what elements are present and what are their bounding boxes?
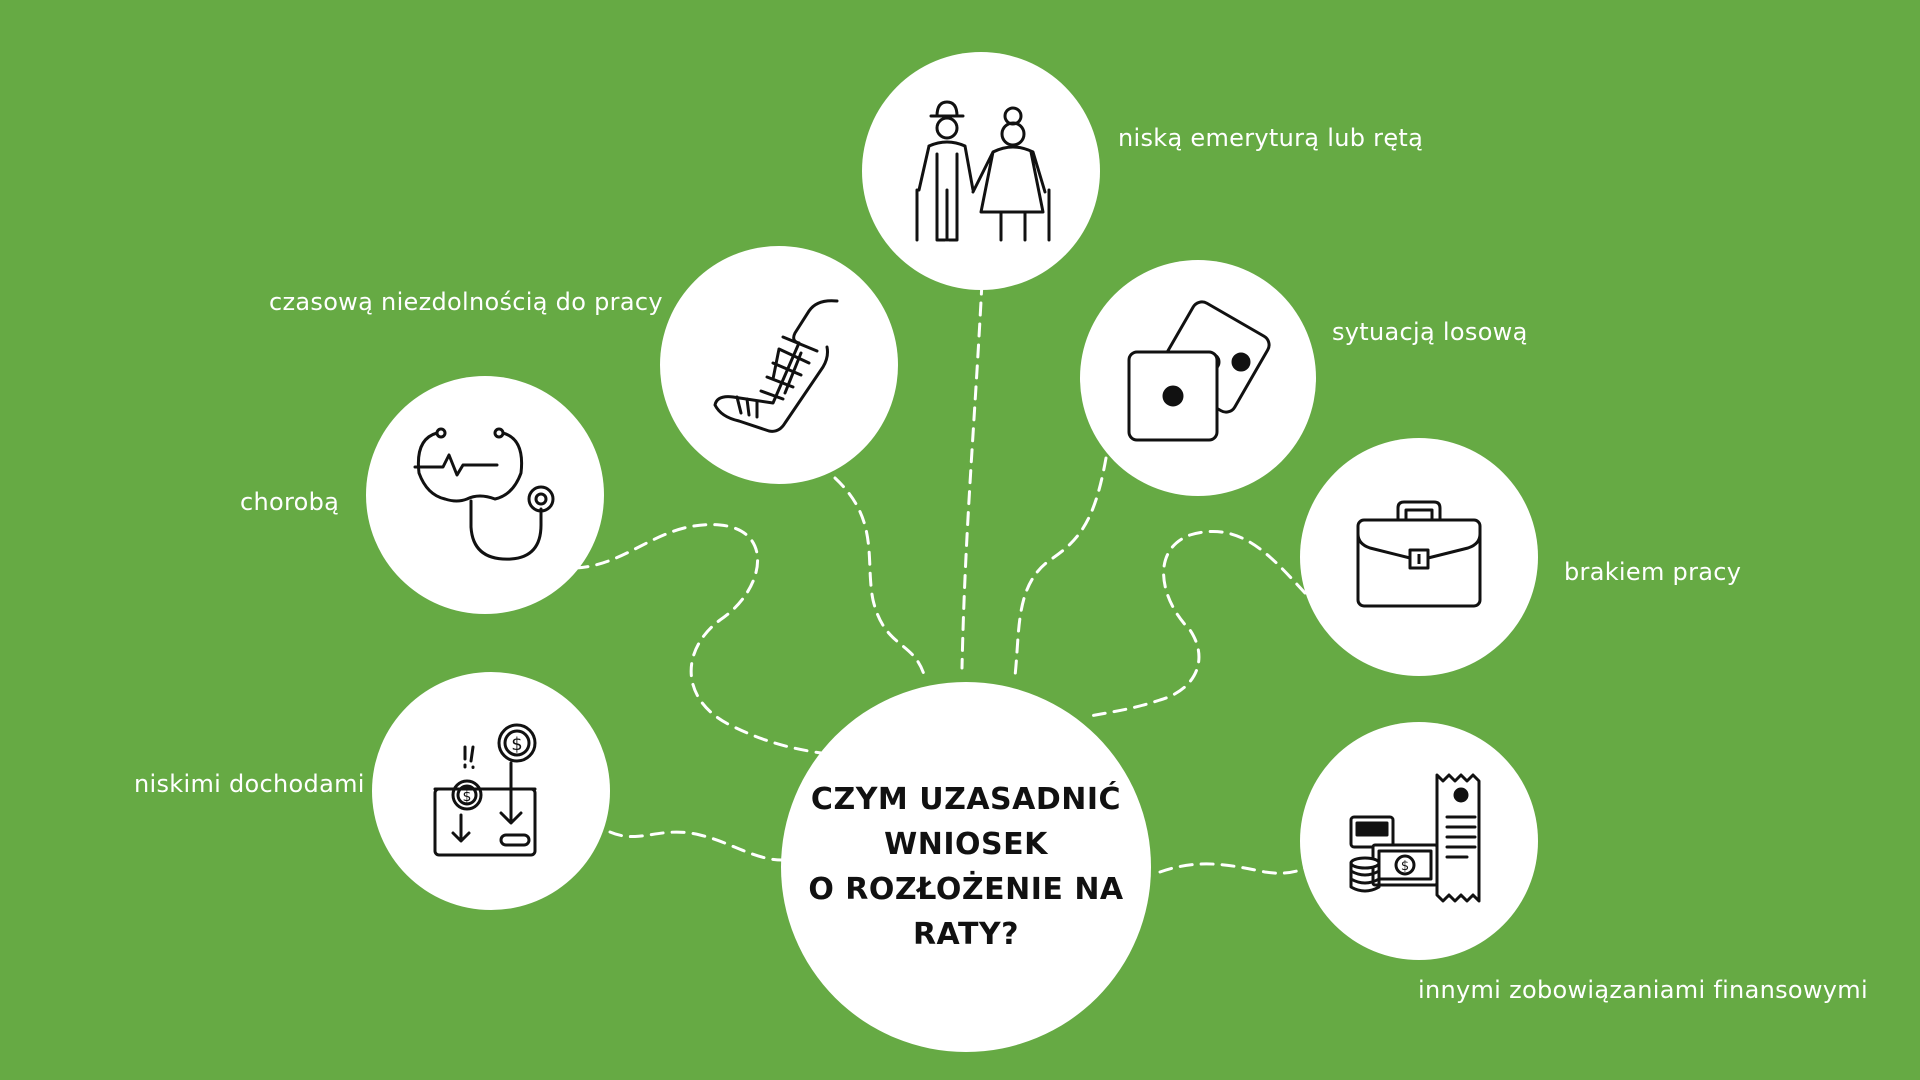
label-random: sytuacją losową [1332, 318, 1528, 346]
label-unemployment: brakiem pracy [1564, 558, 1742, 586]
central-question: CZYM UZASADNIĆ WNIOSEK O ROZŁOŻENIE NA R… [781, 682, 1151, 1052]
svg-text:$: $ [463, 789, 472, 805]
label-other-obligations: innymi zobowiązaniami finansowymi [1418, 976, 1868, 1004]
connector-illness [574, 523, 830, 756]
connector-random [1013, 456, 1108, 678]
leg-cast-icon [709, 293, 849, 438]
label-illness: chorobą [240, 488, 340, 516]
wallet-coins-down-icon: $ $ [431, 719, 551, 864]
node-low-income: $ $ [372, 672, 610, 910]
svg-text:$: $ [1401, 859, 1409, 874]
dice-icon [1123, 299, 1273, 451]
node-unemployment [1300, 438, 1538, 676]
elderly-couple-icon [901, 94, 1061, 249]
connector-unemployment [1083, 529, 1307, 719]
node-other-obligations: $ [1300, 722, 1538, 960]
node-incapacity [660, 246, 898, 484]
connector-pension [960, 280, 984, 670]
central-question-line-3: O ROZŁOŻENIE NA [808, 872, 1124, 907]
connector-low-income [608, 830, 784, 862]
stethoscope-icon [405, 423, 565, 568]
connector-other [1158, 862, 1312, 875]
central-question-line-4: RATY? [912, 917, 1020, 952]
central-question-line-2: WNIOSEK [884, 827, 1048, 862]
briefcase-icon [1354, 500, 1484, 615]
svg-text:$: $ [511, 734, 522, 755]
node-illness [366, 376, 604, 614]
label-incapacity: czasową niezdolnością do pracy [269, 288, 663, 316]
connector-incapacity [833, 476, 927, 680]
central-question-line-1: CZYM UZASADNIĆ [810, 782, 1122, 817]
bills-receipt-coins-icon: $ [1349, 769, 1489, 914]
node-pension [862, 52, 1100, 290]
label-pension: niską emeryturą lub rętą [1118, 124, 1424, 152]
label-low-income: niskimi dochodami [134, 770, 365, 798]
node-random [1080, 260, 1316, 496]
